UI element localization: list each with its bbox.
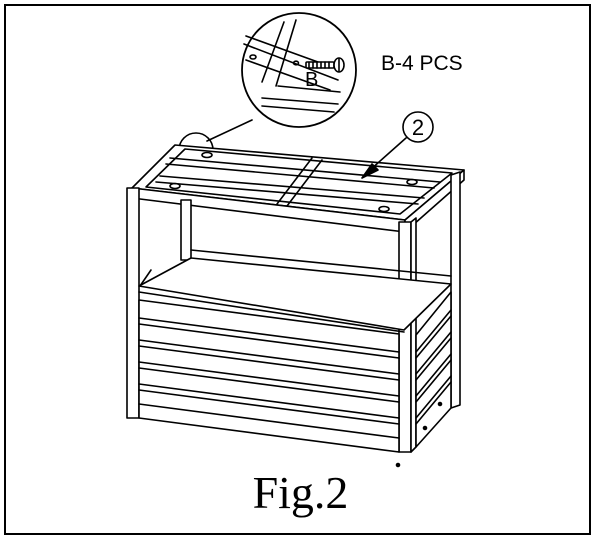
middle-shelf xyxy=(138,249,452,333)
lower-slat-panels xyxy=(138,291,452,468)
step-callout xyxy=(361,111,434,179)
callout-letter: B xyxy=(305,69,318,91)
parts-count-label: B-4 PCS xyxy=(381,52,463,75)
figure-caption: Fig.2 xyxy=(252,467,349,518)
screw-icon xyxy=(305,57,345,73)
detail-magnifier-circle xyxy=(206,12,357,142)
figure-border xyxy=(4,4,591,535)
step-number: 2 xyxy=(412,115,424,140)
top-frame xyxy=(131,144,465,233)
